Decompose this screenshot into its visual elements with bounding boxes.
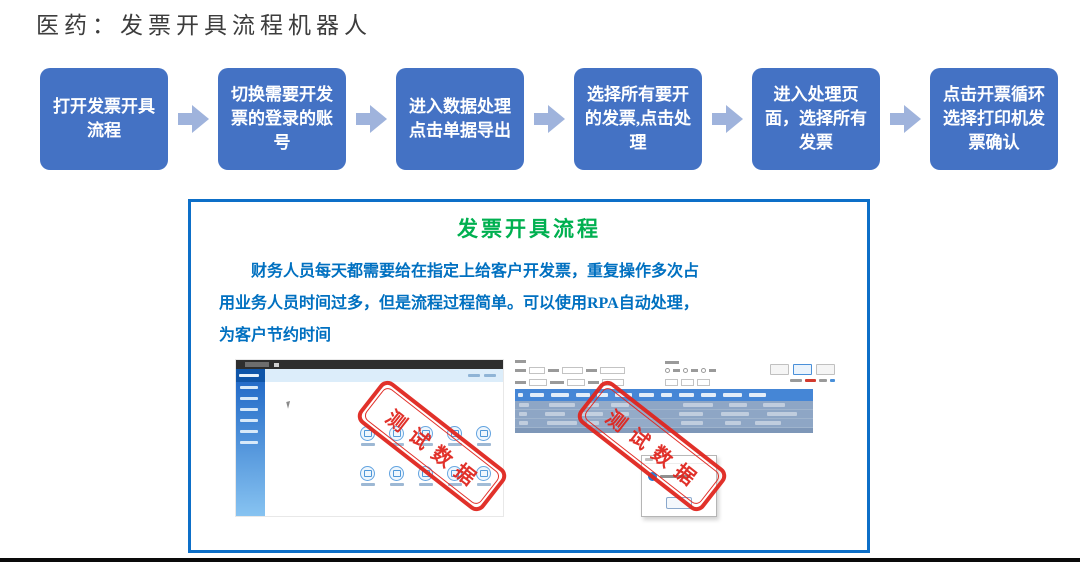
column-header[interactable]: [530, 393, 544, 397]
sidebar-menu-item[interactable]: [236, 382, 265, 393]
arrow-right-icon: [711, 105, 743, 133]
sidebar-menu-item[interactable]: [236, 437, 265, 448]
browser-control-icon[interactable]: [274, 363, 279, 367]
panel-description: 财务人员每天都需要给在指定上给客户开发票，重复操作多次占 用业务人员时间过多，但…: [191, 256, 867, 352]
toolbar: [770, 364, 835, 375]
field-label: [548, 369, 559, 372]
cursor-icon: [286, 400, 295, 409]
page-size-value[interactable]: [830, 379, 835, 382]
sidebar-menu-item[interactable]: [236, 426, 265, 437]
filter-input[interactable]: [529, 367, 545, 374]
filter-input[interactable]: [600, 367, 625, 374]
field-label: [515, 369, 526, 372]
description-line: 财务人员每天都需要给在指定上给客户开发票，重复操作多次占: [251, 263, 700, 280]
field-label: [515, 381, 526, 384]
description-line: 用业务人员时间过多，但是流程过程简单。可以使用RPA自动处理，: [219, 295, 699, 312]
radio-group: [665, 368, 716, 373]
filter-row: [515, 367, 625, 374]
filter-input[interactable]: [681, 379, 694, 386]
column-header[interactable]: [723, 393, 742, 397]
radio-closed[interactable]: [701, 368, 706, 373]
column-header[interactable]: [749, 393, 766, 397]
app-logo: [236, 369, 265, 382]
filter-row: [665, 379, 710, 386]
sidebar-menu-item[interactable]: [236, 404, 265, 415]
flow-step-3: 进入数据处理点击单据导出: [396, 68, 524, 170]
filter-date-input[interactable]: [562, 367, 583, 374]
column-header[interactable]: [576, 393, 590, 397]
sidebar-menu-item[interactable]: [236, 415, 265, 426]
flow-gap: [702, 68, 752, 170]
field-label: [550, 381, 564, 384]
table-header: [515, 389, 813, 401]
field-label: [586, 369, 597, 372]
flow-step-4: 选择所有要开的发票,点击处理: [574, 68, 702, 170]
pagination-info: [790, 379, 835, 382]
app-sidebar: [236, 369, 265, 516]
total-label: [790, 379, 802, 382]
radio-open[interactable]: [683, 368, 688, 373]
column-header[interactable]: [701, 393, 716, 397]
module-icon-bell[interactable]: [471, 426, 496, 446]
total-count: [805, 379, 816, 382]
bottom-rule: [0, 558, 1080, 562]
table-row[interactable]: [515, 410, 813, 419]
column-header[interactable]: [679, 393, 694, 397]
flow-gap: [524, 68, 574, 170]
flow-step-5: 进入处理页面，选择所有发票: [752, 68, 880, 170]
column-header[interactable]: [661, 393, 672, 397]
column-header[interactable]: [518, 393, 523, 397]
column-header[interactable]: [639, 393, 654, 397]
process-flow: 打开发票开具流程 切换需要开发票的登录的账号 进入数据处理点击单据导出 选择所有…: [40, 68, 1058, 170]
browser-tab[interactable]: [245, 362, 269, 367]
field-label: [588, 381, 599, 384]
arrow-right-icon: [355, 105, 387, 133]
module-icon-report[interactable]: [355, 466, 380, 486]
filter-input[interactable]: [529, 379, 547, 386]
arrow-right-icon: [177, 105, 209, 133]
page-title: 医药：发票开具流程机器人: [36, 13, 372, 38]
filter-input[interactable]: [665, 379, 678, 386]
radio-all[interactable]: [665, 368, 670, 373]
flow-gap: [168, 68, 218, 170]
column-header[interactable]: [551, 393, 569, 397]
app-header: [265, 369, 503, 382]
header-logout-link[interactable]: [484, 374, 496, 377]
flow-step-6: 点击开票循环选择打印机发票确认: [930, 68, 1058, 170]
flow-gap: [346, 68, 396, 170]
export-button[interactable]: [816, 364, 835, 375]
flow-step-2: 切换需要开发票的登录的账号: [218, 68, 346, 170]
header-user-link[interactable]: [468, 374, 480, 377]
filter-section-label: [515, 360, 526, 363]
flow-gap: [880, 68, 930, 170]
search-button[interactable]: [770, 364, 789, 375]
arrow-right-icon: [889, 105, 921, 133]
filter-input[interactable]: [697, 379, 710, 386]
module-icon-list[interactable]: [384, 466, 409, 486]
browser-titlebar: [236, 360, 503, 369]
panel-title: 发票开具流程: [457, 217, 601, 241]
arrow-right-icon: [533, 105, 565, 133]
table-row[interactable]: [515, 401, 813, 410]
sidebar-menu-item[interactable]: [236, 393, 265, 404]
flow-step-1: 打开发票开具流程: [40, 68, 168, 170]
filter-input[interactable]: [567, 379, 585, 386]
page-size-label: [819, 379, 827, 382]
detail-panel: 发票开具流程 财务人员每天都需要给在指定上给客户开发票，重复操作多次占 用业务人…: [188, 199, 870, 553]
process-button[interactable]: [793, 364, 812, 375]
radio-group-label: [665, 361, 679, 364]
description-line: 为客户节约时间: [219, 327, 332, 344]
